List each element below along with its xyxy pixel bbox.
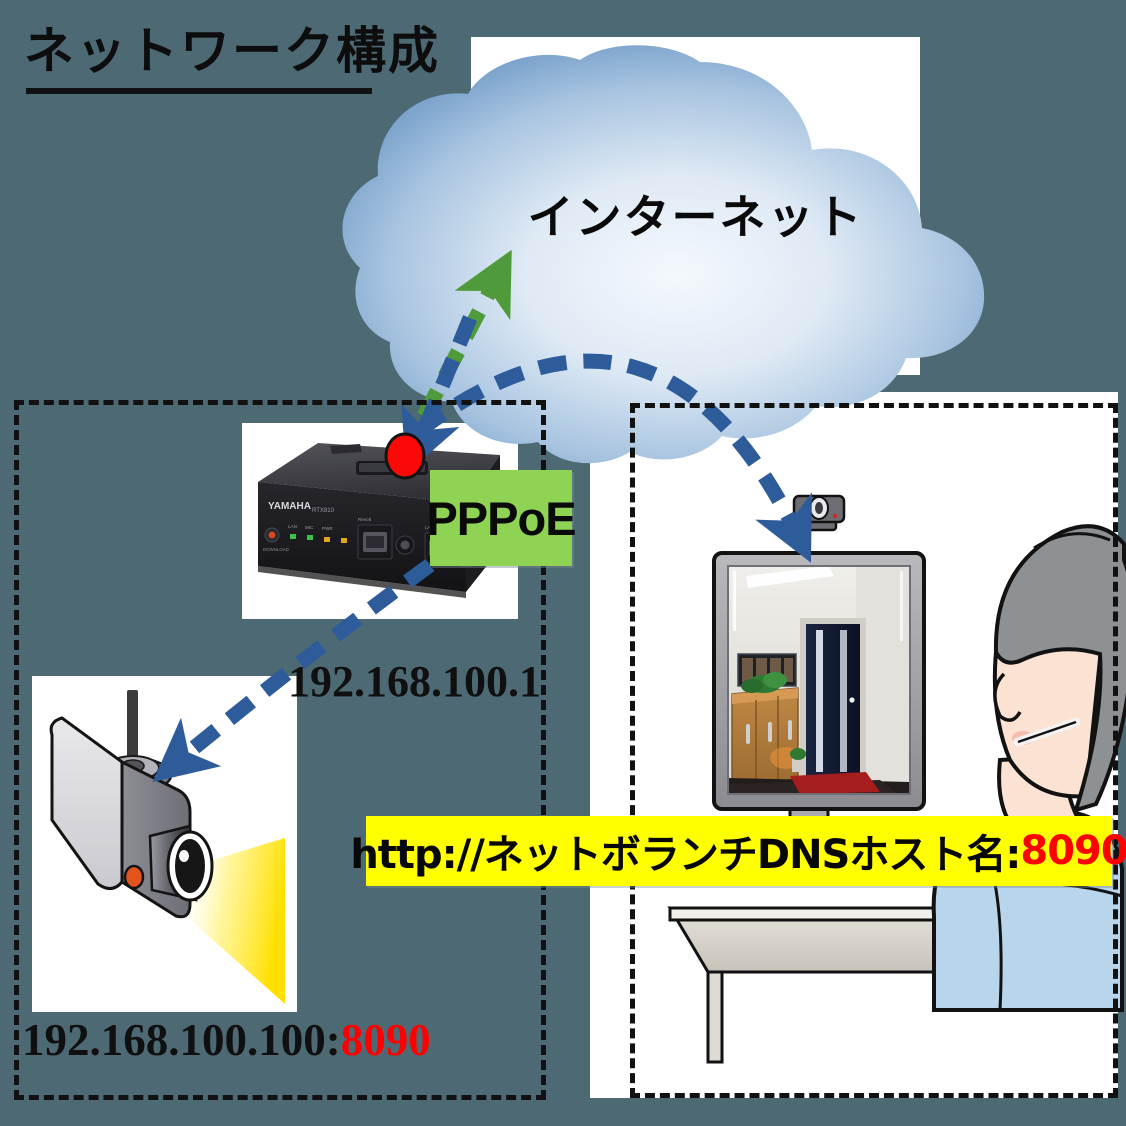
router-ip-label: 192.168.100.1 [288,657,541,706]
internet-cloud-label: インターネット [527,190,864,244]
viewer-url-label: http://ネットボランチDNSホスト名:8090 [350,816,1126,886]
page-title: ネットワーク構成 [24,22,440,80]
pppoe-label: PPPoE [426,470,577,566]
internet-cloud: インターネット [471,37,920,375]
camera-ip-label: 192.168.100.100:8090 [22,1014,431,1066]
camera-ip-host: 192.168.100.100: [22,1015,341,1065]
viewer-url-host: http://ネットボランチDNSホスト名: [350,832,1021,878]
lan-zone-right [630,403,1118,1098]
lan-zone-left [14,400,546,1100]
viewer-url-port: 8090 [1020,828,1126,874]
page-title-underline [26,88,372,94]
camera-ip-port: 8090 [340,1015,431,1065]
